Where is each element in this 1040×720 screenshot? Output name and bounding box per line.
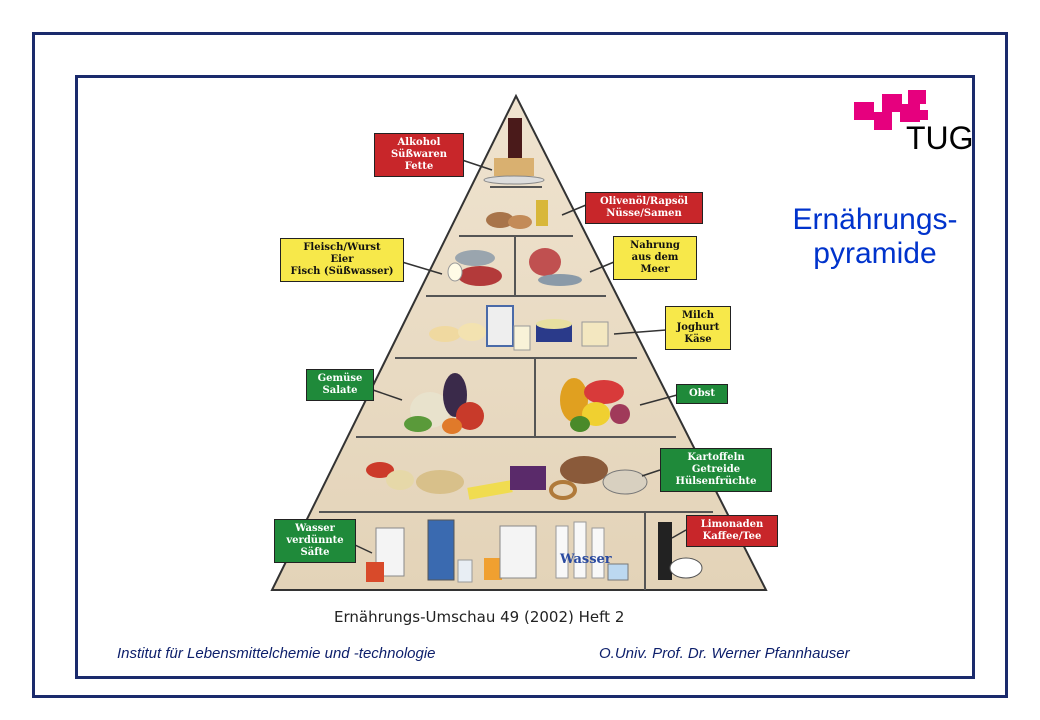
- label-vegetables: Gemüse Salate: [306, 369, 374, 401]
- title-line-2: pyramide: [813, 237, 937, 270]
- outer-frame: [32, 32, 1008, 698]
- footer-professor: O.Univ. Prof. Dr. Werner Pfannhauser: [599, 645, 850, 662]
- label-meat-eggs-fish: Fleisch/Wurst Eier Fisch (Süßwasser): [280, 238, 404, 282]
- label-water-juices: Wasser verdünnte Säfte: [274, 519, 356, 563]
- water-text: Wasser: [559, 552, 612, 567]
- label-soft-drinks-coffee-tea: Limonaden Kaffee/Tee: [686, 515, 778, 547]
- label-fruit: Obst: [676, 384, 728, 404]
- label-alcohol-sweets-fats: Alkohol Süßwaren Fette: [374, 133, 464, 177]
- label-seafood: Nahrung aus dem Meer: [613, 236, 697, 280]
- tug-logo-icon: [854, 90, 928, 130]
- food-illustrations: [366, 118, 703, 583]
- tier-dividers: [319, 186, 713, 590]
- title-line-1: Ernährungs-: [792, 203, 958, 236]
- label-dairy: Milch Joghurt Käse: [665, 306, 731, 350]
- label-oils-nuts: Olivenöl/Rapsöl Nüsse/Samen: [585, 192, 703, 224]
- page-title: Ernährungs- pyramide: [770, 203, 980, 271]
- label-grains: Kartoffeln Getreide Hülsenfrüchte: [660, 448, 772, 492]
- source-caption: Ernährungs-Umschau 49 (2002) Heft 2: [334, 608, 625, 626]
- logo-text: TUG: [906, 120, 974, 156]
- label-pointers: [354, 159, 687, 554]
- footer-institute: Institut für Lebensmittelchemie und -tec…: [117, 645, 436, 662]
